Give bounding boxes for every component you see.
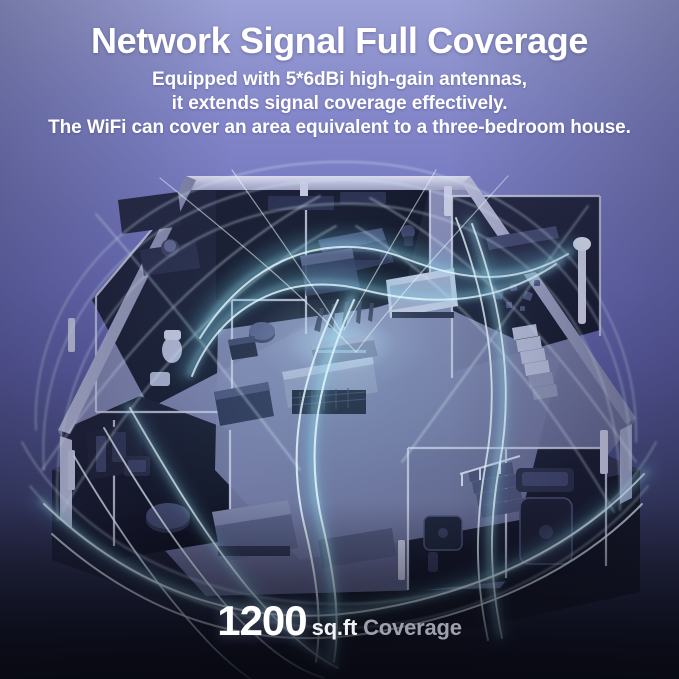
coverage-unit: sq.ft xyxy=(311,615,358,640)
page-title: Network Signal Full Coverage xyxy=(91,20,588,61)
coverage-value: 1200 xyxy=(217,597,307,644)
subtitle-line-3: The WiFi can cover an area equivalent to… xyxy=(48,117,631,138)
subtitle-block: Equipped with 5*6dBi high-gain antennas,… xyxy=(0,68,679,140)
coverage-word: Coverage xyxy=(363,615,462,640)
subtitle-line-2: it extends signal coverage effectively. xyxy=(171,93,508,114)
subtitle-line-1: Equipped with 5*6dBi high-gain antennas, xyxy=(152,69,527,90)
